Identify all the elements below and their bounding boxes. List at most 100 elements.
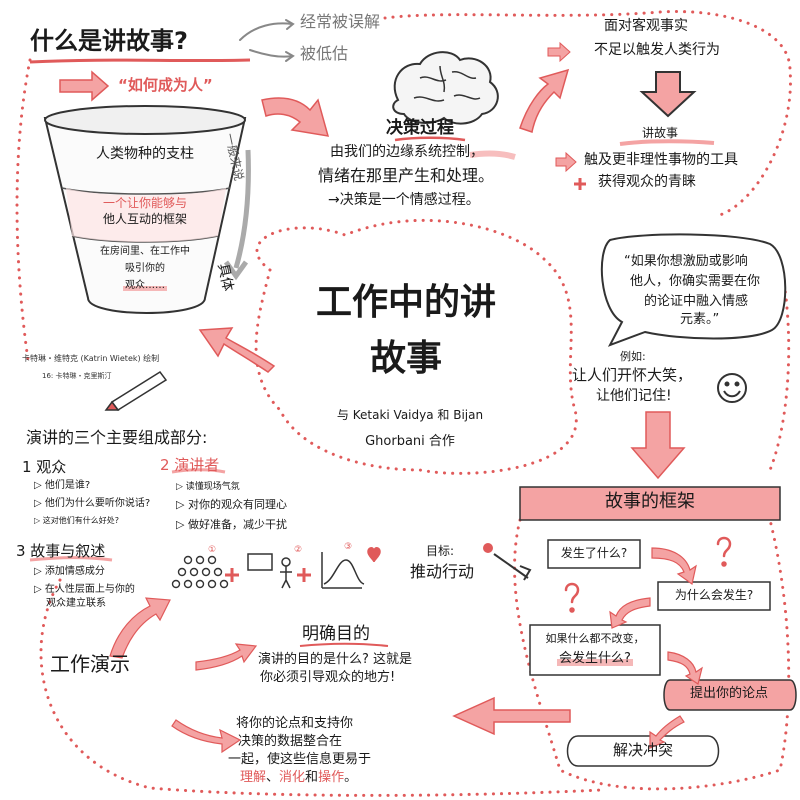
pink-arrow-to-topright xyxy=(519,68,570,133)
data-sep-2: 和 xyxy=(305,770,319,785)
framework-resolve-pill xyxy=(566,735,720,767)
digest-word: 消化 xyxy=(279,770,306,785)
misunderstood-note: 经常被误解 xyxy=(300,12,381,31)
dotted-border-left xyxy=(15,58,32,362)
funnel-layer-3a: 在房间里、在工作中 xyxy=(100,246,190,257)
framework-title: 故事的框架 xyxy=(605,491,695,512)
funnel xyxy=(43,105,247,314)
framework-box-2 xyxy=(657,581,771,611)
purpose-title: 明确目的 xyxy=(302,624,370,644)
funnel-layer-3b: 吸引你的 xyxy=(125,263,165,274)
funnel-layer-3c: 观众…… xyxy=(80,280,210,293)
speaker-q3: ▷ 做好准备，减少干扰 xyxy=(176,518,287,531)
pink-arrow-to-data xyxy=(452,696,571,736)
icon-number-3: ③ xyxy=(344,542,353,552)
funnel-layer-2a: 一个让你能够与 xyxy=(102,196,187,210)
audience-q3: ▷ 这对他们有什么好处? xyxy=(34,516,119,525)
framework-resolve: 解决冲突 xyxy=(612,741,673,759)
quote-line-3: 的论证中融入情感 xyxy=(644,294,749,309)
framework-point-pill xyxy=(663,679,797,711)
quote-bubble xyxy=(600,233,787,347)
target-arrow-icon xyxy=(483,543,532,581)
presenter-icon xyxy=(247,553,292,589)
data-line-1: 将你的论点和支持你 xyxy=(236,716,354,731)
page-title-line-1: 工作中的讲 xyxy=(315,282,496,323)
example-label: 例如: xyxy=(620,350,646,363)
smiley-icon xyxy=(717,373,747,403)
page-credit: 16: 卡特琳・克里斯汀 xyxy=(42,372,112,380)
data-sep-1: 、 xyxy=(266,770,280,785)
framework-point: 提出你的论点 xyxy=(689,686,768,701)
storytelling-tag: 讲故事 xyxy=(642,126,679,140)
purpose-line-1: 演讲的目的是什么? 这就是 xyxy=(258,652,413,667)
how-to-be-human: “如何成为人” xyxy=(118,76,213,94)
operate-word: 操作 xyxy=(318,770,345,785)
title-underline xyxy=(29,58,251,64)
quote-line-2: 他人，你确实需要在你 xyxy=(630,274,761,289)
components-title: 演讲的三个主要组成部分: xyxy=(26,428,208,447)
icon-number-2: ② xyxy=(294,545,303,555)
story-graph-icon xyxy=(321,547,381,589)
story-q2b: 观众建立联系 xyxy=(46,598,106,609)
quote-line-1: “如果你想激励或影响 xyxy=(624,254,748,269)
underestimated-note: 被低估 xyxy=(300,44,349,63)
decision-title: 决策过程 xyxy=(386,118,454,138)
speaker-q1: ▷ 读懂现场气氛 xyxy=(176,482,240,492)
framework-box-1 xyxy=(547,539,641,569)
speaker-q2: ▷ 对你的观众有同理心 xyxy=(176,498,287,511)
pink-arrow-to-funnel xyxy=(198,327,276,373)
general-specific-arrow xyxy=(233,149,251,269)
data-line-4: 理解、消化和操作。 xyxy=(240,770,357,786)
pink-arrow-purpose xyxy=(195,643,258,671)
tool-line-2: 获得观众的青睐 xyxy=(598,174,696,190)
illustrator-credit: 卡特琳・维特克 (Katrin Wietek) 绘制 xyxy=(22,354,160,363)
audience-q1: ▷ 他们是谁? xyxy=(34,480,91,491)
dotted-border-framework xyxy=(513,518,791,791)
funnel-layer-2b: 他人互动的框架 xyxy=(102,212,187,226)
tool-line-1: 触及更非理性事物的工具 xyxy=(584,152,738,168)
dotted-border-bottom xyxy=(39,578,602,797)
main-question-title: 什么是讲故事? xyxy=(30,27,188,55)
pencil-icon xyxy=(104,370,168,412)
example-line-2: 让他们记住! xyxy=(596,388,672,404)
decision-line-2: 情绪在那里产生和处理。 xyxy=(318,166,495,185)
framework-q1: 发生了什么? xyxy=(560,546,628,560)
work-presentation: 工作演示 xyxy=(50,652,130,676)
quote-line-4: 元素。” xyxy=(680,312,720,327)
brain-icon xyxy=(392,51,499,125)
component-story: 3 故事与叙述 xyxy=(16,542,106,560)
component-speaker: 2 演讲者 xyxy=(160,456,220,474)
story-q1: ▷ 添加情感成分 xyxy=(34,566,105,577)
goal-text: 推动行动 xyxy=(410,562,475,581)
pink-arrow-small xyxy=(59,70,110,102)
icon-number-1: ① xyxy=(208,545,217,555)
framework-banner xyxy=(519,486,781,521)
audience-highlight: 观众…… xyxy=(123,280,167,291)
collaborators-line-1: 与 Ketaki Vaidya 和 Bijan xyxy=(336,408,484,422)
data-line-2: 决策的数据整合在 xyxy=(238,734,343,749)
dotted-border-center xyxy=(254,218,578,475)
pink-arrow-to-decision xyxy=(261,97,330,137)
framework-q3b: 会发生什么? xyxy=(530,651,660,667)
framework-q3b-highlight: 会发生什么? xyxy=(557,651,633,666)
example-line-1: 让人们开怀大笑， xyxy=(572,366,693,384)
facts-line-1: 面对客观事实 xyxy=(604,18,688,34)
page-title-line-2: 故事 xyxy=(369,338,442,379)
audience-q2: ▷ 他们为什么要听你说话? xyxy=(34,498,151,509)
funnel-layer-1: 人类物种的支柱 xyxy=(96,146,194,162)
decision-line-1: 由我们的边缘系统控制， xyxy=(330,144,484,160)
understand-word: 理解 xyxy=(240,770,267,785)
pink-arrow-to-framework xyxy=(630,411,686,480)
purpose-line-2: 你必须引导观众的地方! xyxy=(260,670,396,685)
dotted-border-right xyxy=(768,258,791,472)
facts-line-2: 不足以触发人类行为 xyxy=(594,42,720,58)
note-arrow-2 xyxy=(249,49,293,58)
pink-arrow-data xyxy=(171,719,242,754)
pink-arrow-up xyxy=(109,597,171,659)
goal-label: 目标: xyxy=(426,544,455,558)
decision-line-3: →决策是一个情感过程。 xyxy=(328,192,480,208)
story-q2a: ▷ 在人性层面上与你的 xyxy=(34,584,135,595)
framework-q2: 为什么会发生? xyxy=(674,588,754,602)
audience-icon xyxy=(171,555,229,589)
